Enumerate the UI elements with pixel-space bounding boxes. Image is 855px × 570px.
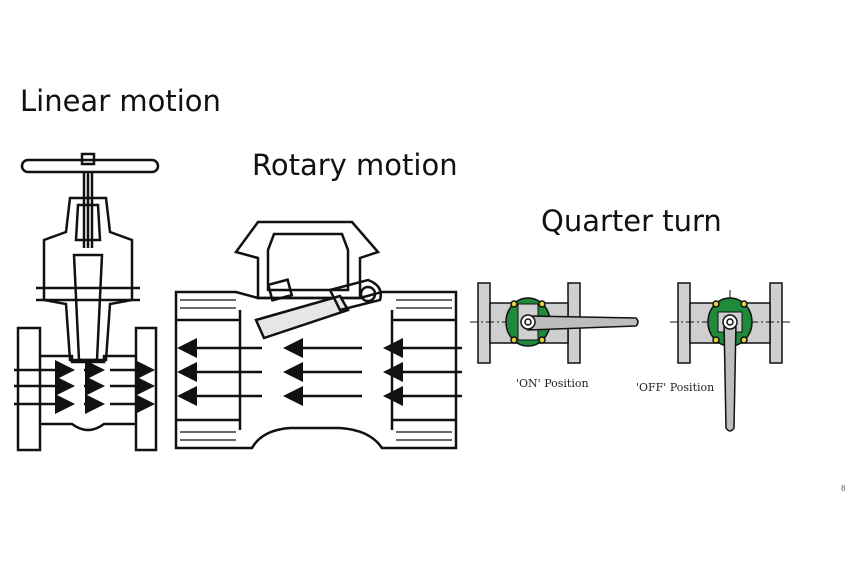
caption-off-position: 'OFF' Position [636,381,715,394]
check-valve-drawing [174,220,458,450]
title-rotary-motion: Rotary motion [252,148,458,182]
gate-valve-flow-arrows [14,360,155,414]
ball-valve-off-drawing [670,282,792,432]
check-valve-flow-arrows [177,338,462,406]
title-linear-motion: Linear motion [20,84,221,118]
gate-valve-drawing [16,152,160,452]
ball-valve-on-drawing [470,282,639,364]
page-number: 8 [841,484,846,493]
caption-on-position: 'ON' Position [516,377,589,390]
title-quarter-turn: Quarter turn [541,204,722,238]
